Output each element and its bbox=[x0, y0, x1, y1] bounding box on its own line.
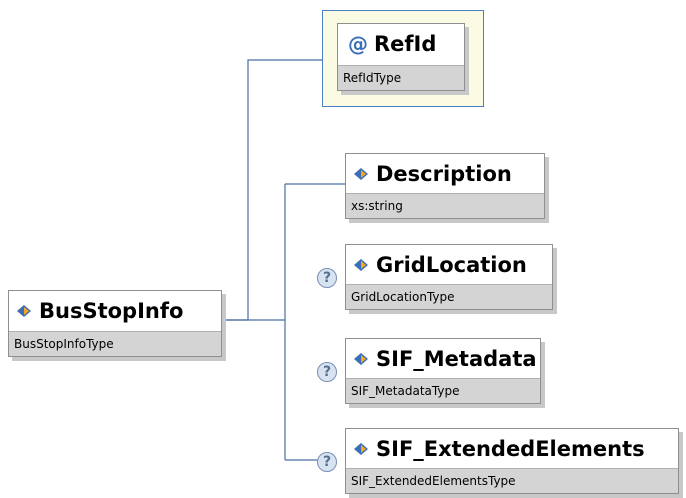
element-header: SIF_ExtendedElements bbox=[346, 429, 678, 469]
element-box-sif-extendedelements[interactable]: SIF_ExtendedElements SIF_ExtendedElement… bbox=[345, 428, 679, 494]
element-header: Description bbox=[346, 154, 544, 194]
element-diamond-icon bbox=[354, 443, 368, 455]
root-element-box[interactable]: BusStopInfo BusStopInfoType bbox=[8, 290, 222, 357]
element-diamond-icon bbox=[17, 305, 31, 317]
optional-question-icon: ? bbox=[317, 268, 337, 288]
element-name: SIF_ExtendedElements bbox=[376, 437, 645, 461]
element-type: xs:string bbox=[346, 193, 544, 218]
element-box-description[interactable]: Description xs:string bbox=[345, 153, 545, 219]
optional-question-icon: ? bbox=[317, 362, 337, 382]
attribute-name: RefId bbox=[374, 32, 437, 56]
root-element-type: BusStopInfoType bbox=[9, 331, 221, 356]
element-header: GridLocation bbox=[346, 245, 552, 285]
element-name: Description bbox=[376, 162, 512, 186]
element-diamond-icon bbox=[354, 168, 368, 180]
attribute-at-icon: @ bbox=[348, 32, 368, 56]
root-element-name: BusStopInfo bbox=[39, 299, 184, 323]
element-diamond-icon bbox=[354, 259, 368, 271]
element-type: GridLocationType bbox=[346, 284, 552, 309]
optional-question-icon: ? bbox=[317, 452, 337, 472]
element-name: GridLocation bbox=[376, 253, 527, 277]
element-box-sif-metadata[interactable]: SIF_Metadata SIF_MetadataType bbox=[345, 338, 541, 404]
root-element-header: BusStopInfo bbox=[9, 291, 221, 331]
attribute-box[interactable]: @ RefId RefIdType bbox=[337, 23, 465, 91]
element-box-gridlocation[interactable]: GridLocation GridLocationType bbox=[345, 244, 553, 310]
element-name: SIF_Metadata bbox=[376, 347, 537, 371]
element-header: SIF_Metadata bbox=[346, 339, 540, 379]
element-diamond-icon bbox=[354, 353, 368, 365]
attribute-header: @ RefId bbox=[338, 24, 464, 64]
element-type: SIF_ExtendedElementsType bbox=[346, 468, 678, 493]
attribute-type: RefIdType bbox=[338, 65, 464, 90]
element-type: SIF_MetadataType bbox=[346, 378, 540, 403]
connector-root-attribute bbox=[222, 59, 327, 321]
